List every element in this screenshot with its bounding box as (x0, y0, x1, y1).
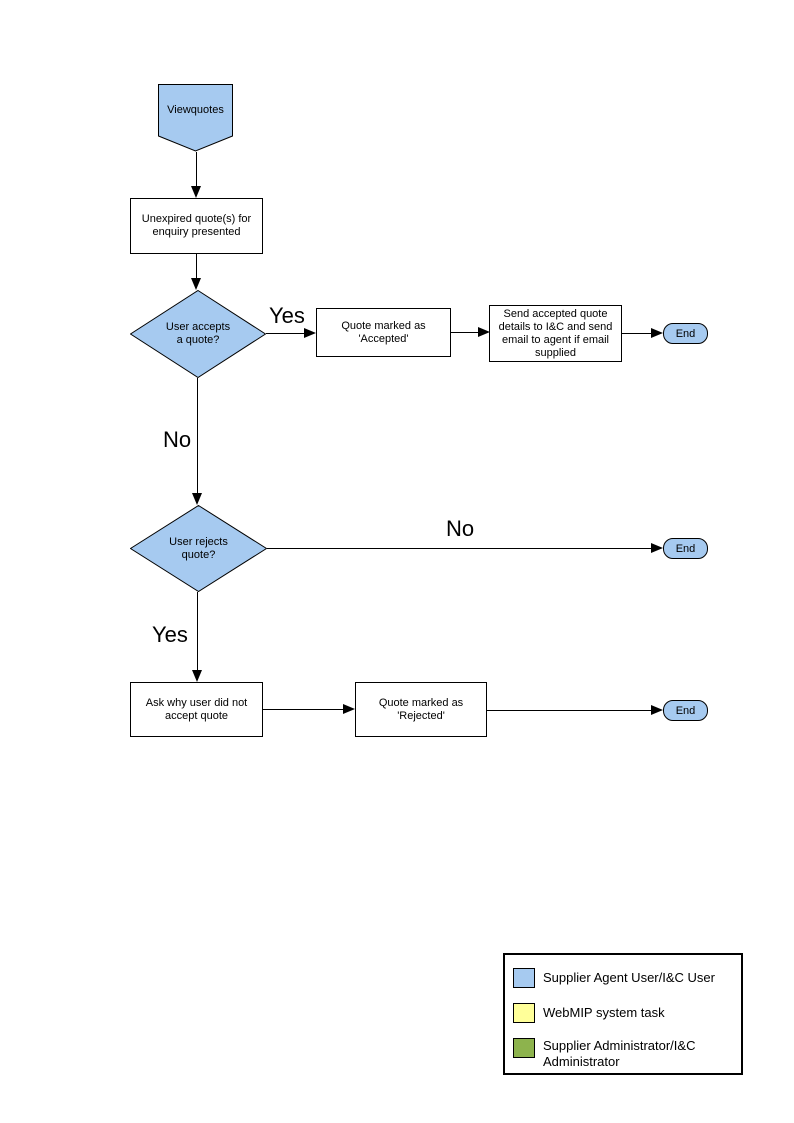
legend-label: Supplier Agent User/I&C User (543, 970, 715, 985)
legend: Supplier Agent User/I&C User WebMIP syst… (503, 953, 743, 1075)
terminator-end-3: End (663, 700, 708, 721)
legend-label: Supplier Administrator/I&C Administrator (543, 1038, 696, 1069)
process-quote-marked-rejected: Quote marked as 'Rejected' (355, 682, 487, 737)
process-label: Quote marked as 'Accepted' (341, 319, 426, 345)
connector-accepts-to-marked-accepted (266, 333, 305, 334)
legend-item-supplier-administrator: Supplier Administrator/I&C Administrator (513, 1038, 728, 1070)
legend-item-webmip-system-task: WebMIP system task (513, 1003, 728, 1023)
legend-swatch-yellow (513, 1003, 535, 1023)
edge-label-rejects-yes: Yes (152, 622, 188, 647)
start-label: Viewquotes (167, 104, 224, 116)
terminator-end-1: End (663, 323, 708, 344)
arrowhead-right-icon (343, 704, 355, 714)
decision-label: User rejects quote? (169, 535, 228, 561)
edge-label-accepts-no: No (163, 427, 192, 452)
arrowhead-right-icon (304, 328, 316, 338)
arrowhead-down-icon (191, 278, 201, 290)
arrowhead-right-icon (478, 327, 490, 337)
connector-marked-rejected-to-end3 (487, 710, 652, 711)
connector-rejects-to-ask-why (197, 592, 198, 671)
connector-accepts-to-rejects (197, 378, 198, 494)
legend-label: WebMIP system task (543, 1005, 665, 1020)
end-label: End (675, 327, 696, 340)
terminator-end-2: End (663, 538, 708, 559)
arrowhead-right-icon (651, 328, 663, 338)
process-send-accepted-details: Send accepted quote details to I&C and s… (489, 305, 622, 362)
decision-user-accepts: User accepts a quote? (130, 290, 266, 378)
connector-marked-accepted-to-send (451, 332, 479, 333)
connector-send-to-end1 (622, 333, 652, 334)
pentagon-shape-icon (158, 84, 233, 152)
edge-label-accepts-yes: Yes (269, 303, 305, 328)
arrowhead-right-icon (651, 705, 663, 715)
process-ask-why: Ask why user did not accept quote (130, 682, 263, 737)
decision-label: User accepts a quote? (165, 321, 231, 346)
edge-label-rejects-no: No (446, 516, 475, 541)
arrowhead-down-icon (191, 186, 201, 198)
process-label: Quote marked as 'Rejected' (378, 696, 464, 722)
legend-item-supplier-agent-user: Supplier Agent User/I&C User (513, 968, 728, 988)
connector-unexpired-to-accepts (196, 254, 197, 279)
legend-swatch-blue (513, 968, 535, 988)
decision-user-rejects: User rejects quote? (130, 505, 267, 592)
arrowhead-right-icon (651, 543, 663, 553)
legend-swatch-green (513, 1038, 535, 1058)
connector-rejects-to-end2 (267, 548, 652, 549)
process-label: Send accepted quote details to I&C and s… (498, 307, 613, 359)
connector-ask-why-to-marked-rejected (263, 709, 344, 710)
process-label: Ask why user did not accept quote (145, 696, 248, 722)
process-quote-marked-accepted: Quote marked as 'Accepted' (316, 308, 451, 357)
connector-start-to-unexpired (196, 152, 197, 187)
diamond-shape-icon (130, 290, 266, 378)
end-label: End (675, 542, 696, 555)
end-label: End (675, 704, 696, 717)
arrowhead-down-icon (192, 670, 202, 682)
process-label: Unexpired quote(s) for enquiry presented (141, 213, 252, 238)
arrowhead-down-icon (192, 493, 202, 505)
process-unexpired-quotes: Unexpired quote(s) for enquiry presented (130, 198, 263, 254)
start-pentagon-viewquotes: Viewquotes (158, 84, 233, 152)
diamond-shape-icon (130, 505, 267, 592)
